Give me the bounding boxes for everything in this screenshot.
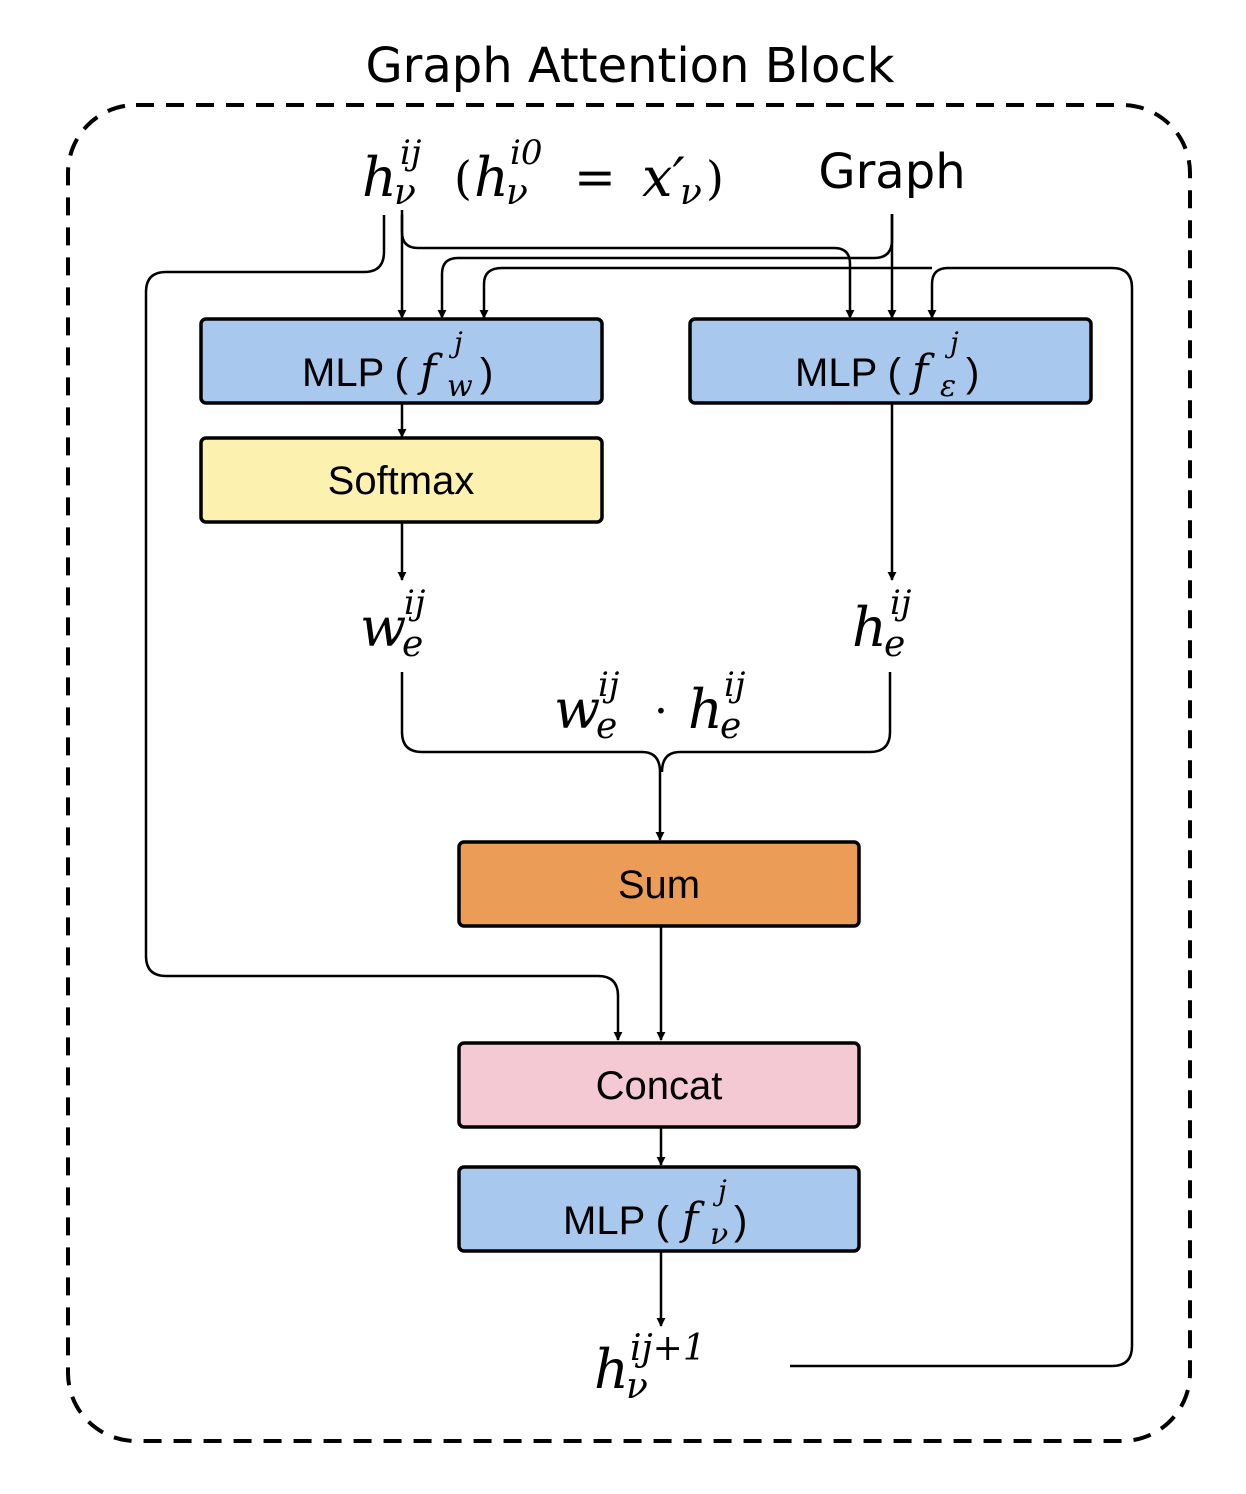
mlp-v-rect (457, 1165, 861, 1253)
sum-rect (457, 840, 861, 928)
svg-text:MLP (: MLP ( (795, 351, 902, 395)
input-node-feature: h ν ij (362, 133, 422, 213)
svg-text:ij+1: ij+1 (630, 1328, 706, 1369)
graph-input-label: Graph (818, 144, 965, 200)
svg-text:MLP (: MLP ( (563, 1199, 670, 1243)
mlp-w-box: MLP ( f w j ) (199, 317, 604, 405)
svg-text:ij: ij (724, 665, 746, 705)
svg-text:ν: ν (394, 172, 416, 213)
svg-text:ij: ij (598, 665, 620, 705)
product-label: w e ij · h e ij (554, 665, 746, 747)
arrow-feedback-to-mlp-w (479, 266, 932, 319)
svg-text:w: w (554, 678, 600, 741)
connections (144, 210, 1134, 1368)
attention-block-border (66, 103, 1192, 1443)
svg-text:ν: ν (680, 172, 702, 213)
svg-text:Sum: Sum (618, 863, 700, 907)
edge-feature-label: h e ij (852, 583, 912, 665)
svg-text:e: e (402, 624, 423, 665)
svg-text:ν: ν (626, 1366, 648, 1407)
svg-text:e: e (596, 706, 617, 747)
svg-text:·: · (654, 686, 668, 737)
svg-text:ij: ij (404, 583, 426, 623)
svg-text:Concat: Concat (596, 1064, 723, 1108)
diagram-title: Graph Attention Block (365, 38, 894, 94)
svg-text:h: h (594, 1338, 629, 1401)
svg-text:h: h (474, 146, 509, 209)
arrow-graph-to-mlp-w (437, 214, 894, 319)
sum-box: Sum (457, 840, 861, 928)
mlp-v-box: MLP ( f ν j ) (457, 1165, 861, 1253)
mlp-e-rect (688, 317, 1093, 405)
init-note: ( h ν i0 = x′ ν ) (454, 133, 724, 213)
svg-text:MLP (: MLP ( (302, 351, 409, 395)
output-node-feature: h ν ij+1 (594, 1328, 706, 1407)
mlp-e-box: MLP ( f ε j ) (688, 317, 1093, 405)
svg-text:ij: ij (890, 583, 912, 623)
softmax-box: Softmax (199, 436, 604, 524)
concat-rect (457, 1041, 861, 1129)
svg-text:ij: ij (400, 133, 422, 173)
svg-text:(: ( (454, 151, 472, 205)
arrow-skip-to-concat (144, 215, 623, 1041)
svg-text:h: h (362, 146, 397, 209)
svg-text:h: h (852, 596, 887, 659)
edge-weight-label: w e ij (360, 583, 426, 665)
svg-text:): ) (706, 151, 724, 205)
svg-text:): ) (480, 351, 493, 395)
svg-text:ε: ε (940, 369, 956, 404)
svg-text:e: e (720, 706, 741, 747)
mlp-w-rect (199, 317, 604, 405)
svg-text:Softmax: Softmax (328, 459, 475, 503)
arrow-we-to-sum (400, 672, 665, 841)
arrow-feedback-to-mlp-e (790, 266, 1134, 1368)
svg-text:i0: i0 (510, 133, 543, 173)
svg-text:x′: x′ (642, 146, 685, 209)
svg-text:=: = (574, 148, 616, 206)
svg-text:e: e (884, 624, 905, 665)
svg-text:ν: ν (506, 172, 528, 213)
svg-text:): ) (734, 1199, 747, 1243)
svg-text:ν: ν (710, 1217, 728, 1252)
concat-box: Concat (457, 1041, 861, 1129)
svg-text:w: w (447, 369, 473, 404)
softmax-rect (199, 436, 604, 524)
svg-text:h: h (688, 678, 723, 741)
arrow-h-to-mlp-e (400, 215, 855, 319)
svg-text:): ) (966, 351, 979, 395)
arrow-he-to-sum (660, 672, 892, 773)
svg-text:w: w (360, 596, 406, 659)
